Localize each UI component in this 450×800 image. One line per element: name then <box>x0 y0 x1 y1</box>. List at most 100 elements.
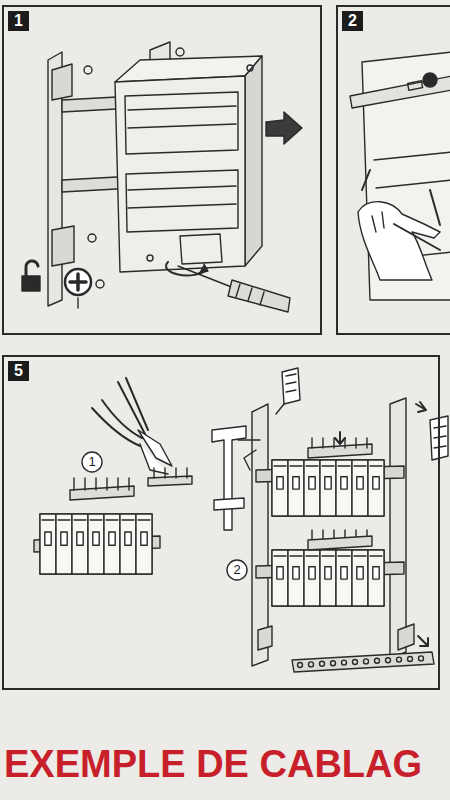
breaker-modules-part <box>352 460 368 516</box>
step-panel: 2 <box>336 5 450 335</box>
neutral-bar <box>292 636 434 672</box>
terminal-blocks-part <box>434 426 446 448</box>
breaker-modules-part <box>306 465 318 466</box>
breaker-modules-part <box>322 555 334 556</box>
breaker-modules-part <box>344 438 345 448</box>
enclosure <box>115 56 262 272</box>
breaker-modules-part <box>336 460 352 516</box>
screw-head-icon-part <box>96 280 104 288</box>
hand-pencil-part <box>372 212 384 232</box>
neutral-bar-part <box>292 652 434 672</box>
breaker-modules-part <box>290 465 302 466</box>
breaker-modules-part <box>175 468 176 478</box>
breaker-modules-part <box>419 656 424 661</box>
breaker-modules-part <box>45 532 51 545</box>
move-arrow <box>266 112 302 144</box>
breaker-modules-part <box>341 567 347 579</box>
enclosure-part <box>115 76 245 272</box>
breaker-modules-part <box>311 530 312 540</box>
rail-frame-part <box>88 234 96 242</box>
breaker-modules-part <box>373 567 379 579</box>
breaker-modules-part <box>320 460 336 516</box>
rail-frame-part <box>176 48 184 56</box>
breaker-modules-part <box>311 438 312 448</box>
breaker-modules-part <box>353 660 358 665</box>
breaker-modules-part <box>153 468 154 478</box>
breaker-modules-part <box>375 658 380 663</box>
enclosure-part <box>128 106 236 128</box>
enclosure-part <box>147 255 153 261</box>
breaker-modules-part <box>364 659 369 664</box>
breaker-modules-part <box>309 567 315 579</box>
terminal-blocks-part <box>276 404 284 414</box>
breaker-modules-part <box>354 555 366 556</box>
breaker-modules-part <box>104 514 120 574</box>
breaker-modules-part <box>58 519 70 520</box>
breaker-row-left-part <box>40 514 152 574</box>
breaker-modules-part <box>357 567 363 579</box>
screwdriver-part <box>236 284 264 305</box>
breaker-modules-part <box>306 555 318 556</box>
callout-number: 1 <box>88 455 95 469</box>
terminal-blocks-part <box>286 374 296 392</box>
breaker-modules-part <box>106 519 118 520</box>
cutting-pliers-part <box>102 400 142 438</box>
breaker-modules-part <box>272 550 288 606</box>
rail-frame-part <box>52 64 72 100</box>
breaker-modules-part <box>128 478 129 490</box>
comb-busbar-right-part <box>335 432 345 444</box>
breaker-modules-part <box>122 519 134 520</box>
rail-frame-part <box>52 226 74 266</box>
hand-pencil <box>358 170 440 280</box>
screwdriver-part <box>199 264 208 273</box>
callout-circles <box>82 452 247 580</box>
breaker-modules-part <box>320 661 325 666</box>
breaker-modules-part <box>322 465 334 466</box>
breaker-modules-part <box>74 519 86 520</box>
screw-head-icon-part <box>77 298 78 308</box>
breaker-modules-part <box>288 550 304 606</box>
breaker-modules-part <box>355 438 356 448</box>
enclosure-part <box>245 56 262 266</box>
callout-circles-part <box>227 560 247 580</box>
breaker-modules-part <box>277 567 283 579</box>
enclosure-frame-part <box>398 624 414 650</box>
breaker-modules-part <box>298 663 303 668</box>
breaker-modules-part <box>373 477 379 489</box>
breaker-modules-part <box>352 550 368 606</box>
enclosure-frame-part <box>252 404 268 666</box>
breaker-modules-part <box>342 660 347 665</box>
cutting-pliers-part <box>92 408 140 446</box>
breaker-modules-part <box>72 514 88 574</box>
enclosure-part <box>126 170 238 232</box>
screwdriver-part <box>228 280 290 312</box>
breaker-modules-part <box>136 514 152 574</box>
step-panel: 1 <box>2 5 322 335</box>
breaker-modules-part <box>277 477 283 489</box>
enclosure-frame <box>244 398 414 666</box>
step-number: 5 <box>8 361 29 381</box>
breaker-modules-part <box>331 661 336 666</box>
screwdriver <box>166 262 290 312</box>
breaker-modules-part <box>325 477 331 489</box>
side-insert-part <box>212 426 246 530</box>
comb-busbar-left <box>70 486 134 500</box>
breaker-modules-part <box>40 514 56 574</box>
breaker-modules-part <box>73 478 74 490</box>
wall-template-part <box>408 81 423 91</box>
breaker-modules-part <box>125 532 131 545</box>
breaker-modules-part <box>95 478 96 490</box>
cutting-pliers-part <box>118 378 148 436</box>
enclosure-frame-part <box>258 626 272 650</box>
breaker-modules-part <box>304 460 320 516</box>
breaker-modules-part <box>56 514 72 574</box>
unlock-icon-part <box>22 276 40 291</box>
breaker-modules-part <box>93 532 99 545</box>
enclosure-part <box>247 65 253 71</box>
breaker-modules-part <box>408 657 413 662</box>
breaker-modules-part <box>117 478 118 490</box>
side-insert-part <box>214 498 244 510</box>
unlock-icon-part <box>26 261 38 276</box>
